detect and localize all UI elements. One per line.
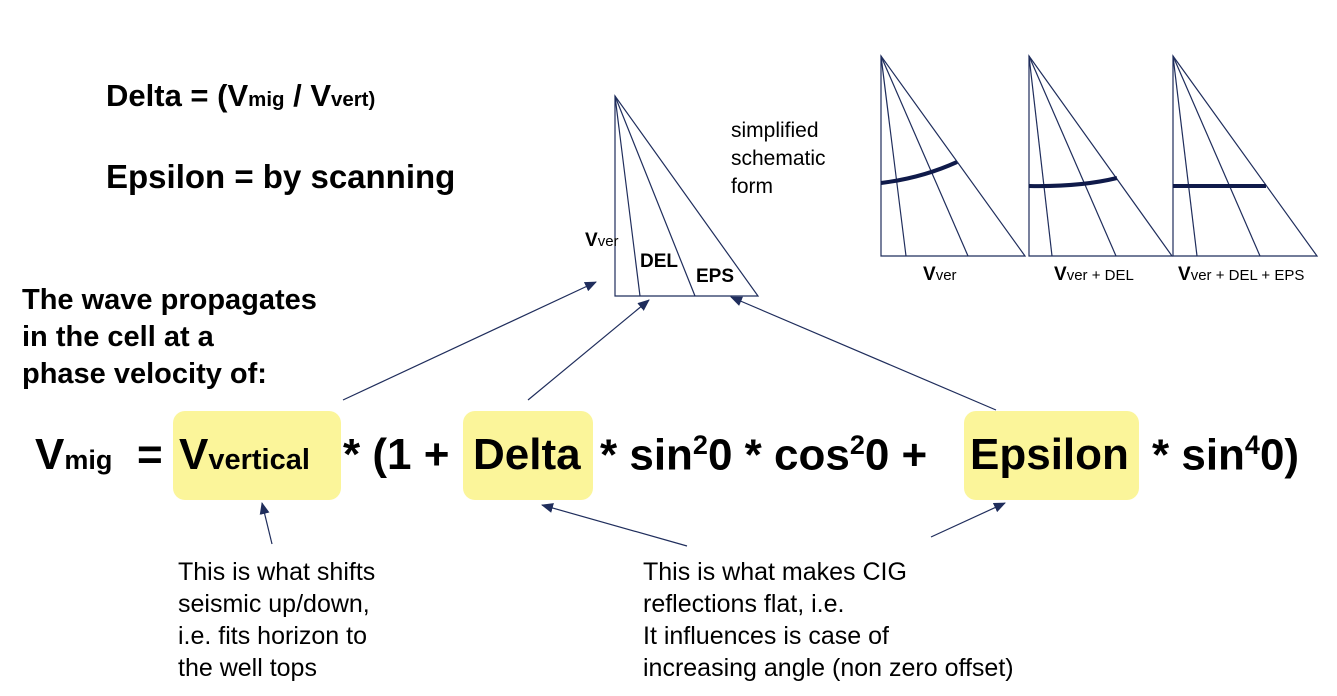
formula-vmig: Vmig — [35, 430, 113, 479]
curve-2 — [1028, 176, 1118, 189]
formula-epsilon: Epsilon — [970, 430, 1129, 479]
schematic-caption: simplified schematic form — [731, 117, 826, 201]
caption-line-2: schematic — [731, 147, 826, 170]
delta-definition: Delta = (Vmig / Vvert) — [106, 78, 376, 113]
main-vver-label: Vver — [585, 230, 619, 251]
intro-line-2: in the cell at a — [22, 321, 214, 353]
arrow-vvertical-to-triangle — [342, 281, 597, 401]
panel-label-3: Vver + DEL + EPS — [1178, 264, 1305, 285]
arrow-note-to-delta — [541, 503, 688, 547]
panel-label-2: Vver + DEL — [1054, 264, 1134, 285]
schematic-triangle-1 — [880, 54, 1027, 257]
arrow-note-to-vvertical — [259, 502, 273, 545]
arrow-note-to-epsilon — [930, 502, 1006, 538]
note-right-line-2: reflections flat, i.e. — [643, 590, 845, 618]
note-right-line-3: It influences is case of — [643, 622, 889, 650]
caption-line-1: simplified — [731, 119, 819, 142]
formula-end: * sin40) — [1152, 430, 1300, 480]
intro-line-1: The wave propagates — [22, 284, 317, 316]
epsilon-highlight — [964, 411, 1139, 500]
note-right-line-1: This is what makes CIG — [643, 558, 907, 586]
formula-equals: = — [137, 430, 163, 479]
formula-mid: * sin20 * cos20 + — [600, 430, 928, 480]
delta-highlight — [463, 411, 593, 500]
epsilon-definition: Epsilon = by scanning — [106, 158, 456, 195]
note-vvertical: This is what shifts seismic up/down, i.e… — [178, 556, 375, 684]
note-delta-epsilon: This is what makes CIG reflections flat,… — [643, 556, 1014, 684]
schematic-triangle-2 — [1028, 54, 1174, 257]
main-del-label: DEL — [640, 251, 678, 272]
intro-text: The wave propagates in the cell at a pha… — [22, 282, 317, 393]
arrow-epsilon-to-triangle — [730, 296, 997, 411]
curve-1 — [880, 160, 958, 185]
formula-vvertical: Vvertical — [179, 430, 310, 479]
schematic-triangle-3 — [1172, 54, 1319, 257]
main-eps-label: EPS — [696, 266, 735, 287]
intro-line-3: phase velocity of: — [22, 358, 267, 390]
arrow-delta-to-triangle — [527, 299, 650, 401]
formula-part-1: * (1 + — [343, 430, 450, 479]
note-left-line-2: seismic up/down, — [178, 590, 370, 618]
main-triangle — [614, 94, 760, 297]
note-left-line-4: the well tops — [178, 654, 317, 682]
note-left-line-1: This is what shifts — [178, 558, 376, 586]
note-left-line-3: i.e. fits horizon to — [178, 622, 367, 650]
formula-delta: Delta — [473, 430, 581, 479]
panel-label-1: Vver — [923, 264, 957, 285]
vvertical-highlight — [173, 411, 341, 500]
note-right-line-4: increasing angle (non zero offset) — [643, 654, 1014, 682]
caption-line-3: form — [731, 175, 773, 198]
